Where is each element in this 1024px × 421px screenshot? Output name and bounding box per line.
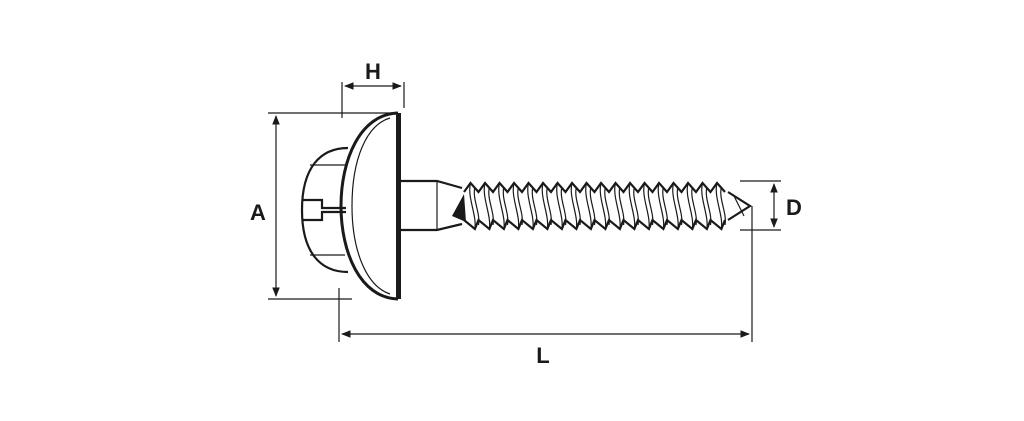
thread-crest — [527, 182, 534, 230]
thread-crest — [599, 182, 607, 230]
thread-bottom-profile — [463, 218, 727, 231]
screw-shank — [401, 179, 466, 232]
dimension-d: D — [740, 180, 802, 231]
dimension-h-label: H — [365, 59, 381, 84]
thread-crest — [498, 182, 505, 230]
thread-top-profile — [463, 181, 726, 194]
thread-crest — [701, 182, 708, 230]
thread-crest — [556, 182, 563, 230]
thread-crest — [483, 182, 491, 230]
dimension-a-label: A — [250, 200, 266, 225]
thread-crest — [657, 182, 665, 230]
dimension-h: H — [341, 59, 405, 118]
thread-crest — [512, 182, 520, 230]
dimension-l-label: L — [536, 343, 549, 368]
dimension-l: L — [338, 206, 753, 368]
screw-drawing — [300, 111, 753, 301]
thread-crest — [541, 182, 549, 230]
dimension-d-label: D — [786, 195, 802, 220]
dimension-a: A — [250, 112, 392, 300]
dome-head — [339, 111, 401, 301]
thread-crest — [643, 182, 650, 230]
thread-crest — [469, 182, 476, 230]
thread-crest — [628, 182, 636, 230]
thread-crest — [672, 182, 679, 230]
thread-crest — [570, 182, 578, 230]
slotted-cap — [300, 146, 349, 274]
thread-crest — [686, 182, 694, 230]
thread-crest — [585, 182, 592, 230]
thread-crest — [614, 182, 621, 230]
screw-tip — [727, 191, 753, 221]
thread-crest — [715, 182, 723, 230]
thread-section — [463, 181, 727, 231]
